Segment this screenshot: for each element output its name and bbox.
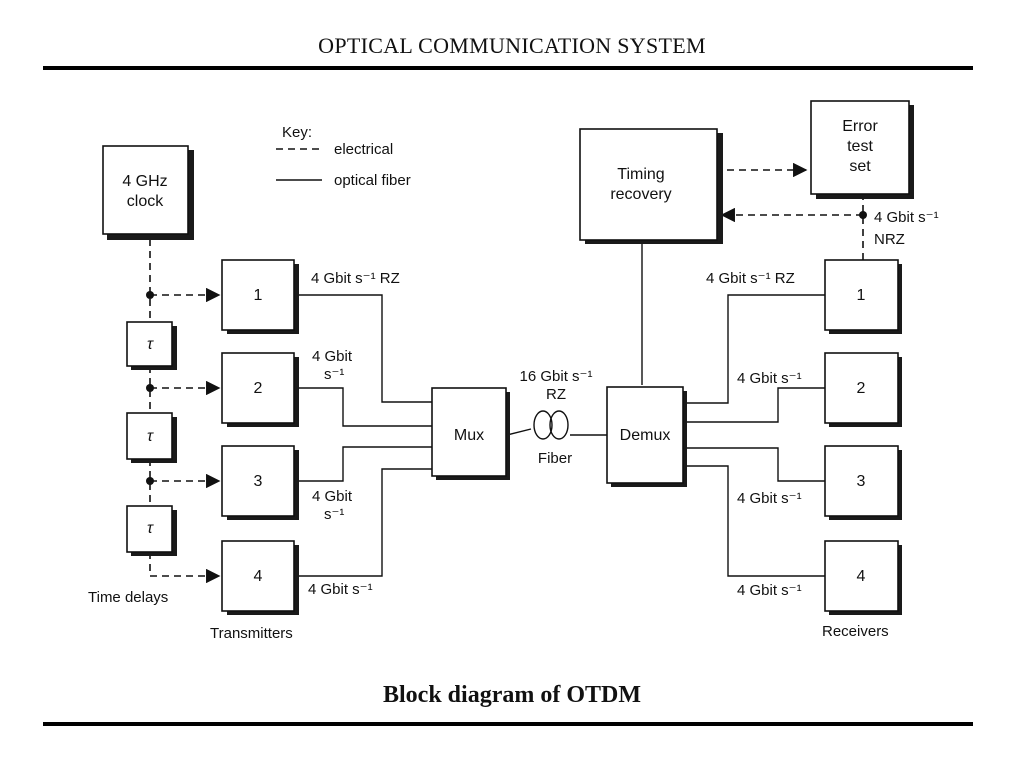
fiber-format-label: RZ [546, 386, 566, 403]
receiver-box-3: 3 [824, 445, 902, 520]
fiber-coil-loop [533, 410, 553, 440]
tx4-to-mux [295, 468, 432, 577]
nrz-format-label: NRZ [874, 231, 905, 248]
receiver-box-2: 2 [824, 352, 902, 427]
tx2-rate-label-line1: 4 Gbit [312, 348, 353, 365]
tx2-rate-label-line2: s⁻¹ [324, 366, 344, 383]
error-set-line2: test [847, 138, 873, 155]
error-test-set-box: Error test set [810, 100, 914, 199]
receiver-box-1: 1 [824, 259, 902, 334]
tx1-rate-label: 4 Gbit s⁻¹ RZ [311, 270, 400, 287]
delay-symbol: τ [147, 520, 154, 537]
fiber-coil-loop [549, 410, 569, 440]
time-delay-box: τ [126, 412, 177, 463]
receiver-number: 2 [857, 380, 866, 397]
error-set-line3: set [849, 158, 871, 175]
demux-to-rx4 [682, 465, 825, 577]
rx2-rate-label: 4 Gbit s⁻¹ [737, 370, 802, 387]
tx3-to-mux [295, 446, 432, 482]
time-delay-box: τ [126, 321, 177, 370]
demux-to-rx1 [682, 294, 825, 404]
slide-title: OPTICAL COMMUNICATION SYSTEM [318, 33, 706, 58]
receiver-number: 4 [857, 568, 866, 585]
electrical-connections [149, 162, 864, 584]
receiver-number: 1 [857, 287, 866, 304]
transmitters-label: Transmitters [210, 625, 293, 642]
error-set-line1: Error [842, 118, 878, 135]
bottom-rule [43, 722, 973, 726]
timing-label-line1: Timing [617, 166, 664, 183]
tx4-rate-label: 4 Gbit s⁻¹ [308, 581, 373, 598]
junction-dot [859, 211, 867, 219]
transmitter-number: 2 [254, 380, 263, 397]
time-delays-label: Time delays [88, 589, 168, 606]
rx3-rate-label: 4 Gbit s⁻¹ [737, 490, 802, 507]
top-rule [43, 66, 973, 70]
diagram-caption: Block diagram of OTDM [383, 682, 641, 708]
transmitter-box-1: 1 [221, 259, 299, 334]
demux-to-rx2 [682, 387, 825, 423]
delay-symbol: τ [147, 428, 154, 445]
receiver-box-4: 4 [824, 540, 902, 615]
clock-label-line2: clock [127, 193, 164, 210]
demux-to-rx3 [682, 447, 825, 482]
fiber-rate-label: 16 Gbit s⁻¹ [520, 368, 593, 385]
tx1-to-mux [295, 294, 432, 403]
transmitter-box-4: 4 [221, 540, 299, 615]
legend-optical-label: optical fiber [334, 172, 411, 189]
rx1-rate-label: 4 Gbit s⁻¹ RZ [706, 270, 795, 287]
transmitter-box-2: 2 [221, 352, 299, 427]
transmitter-box-3: 3 [221, 445, 299, 520]
transmitter-number: 4 [254, 568, 263, 585]
timing-recovery-box: Timing recovery [579, 128, 723, 244]
demux-label: Demux [620, 427, 671, 444]
receivers-label: Receivers [822, 623, 889, 640]
optical-connections [295, 240, 825, 577]
delay3-to-tx4-line [149, 552, 221, 584]
junction-dots [146, 211, 867, 485]
nrz-rate-label: 4 Gbit s⁻¹ [874, 209, 939, 226]
legend-electrical-label: electrical [334, 141, 393, 158]
clock-label-line1: 4 GHz [122, 173, 167, 190]
transmitter-number: 1 [254, 287, 263, 304]
clock-box: 4 GHz clock [102, 145, 194, 240]
time-delay-box: τ [126, 505, 177, 556]
delay-symbol: τ [147, 336, 154, 353]
mux-label: Mux [454, 427, 484, 444]
legend-heading: Key: [282, 124, 312, 141]
junction-dot [146, 477, 154, 485]
tx2-to-mux [295, 387, 432, 427]
legend: Key: electrical optical fiber [276, 124, 411, 189]
receiver-number: 3 [857, 473, 866, 490]
mux-box: Mux [431, 387, 510, 480]
mux-to-fiber [506, 428, 532, 436]
timing-label-line2: recovery [610, 186, 671, 203]
demux-box: Demux [606, 386, 687, 487]
rx4-rate-label: 4 Gbit s⁻¹ [737, 582, 802, 599]
junction-dot [146, 384, 154, 392]
junction-dot [146, 291, 154, 299]
tx3-rate-label-line2: s⁻¹ [324, 506, 344, 523]
tx3-rate-label-line1: 4 Gbit [312, 488, 353, 505]
transmitter-number: 3 [254, 473, 263, 490]
fiber-label: Fiber [538, 450, 572, 467]
